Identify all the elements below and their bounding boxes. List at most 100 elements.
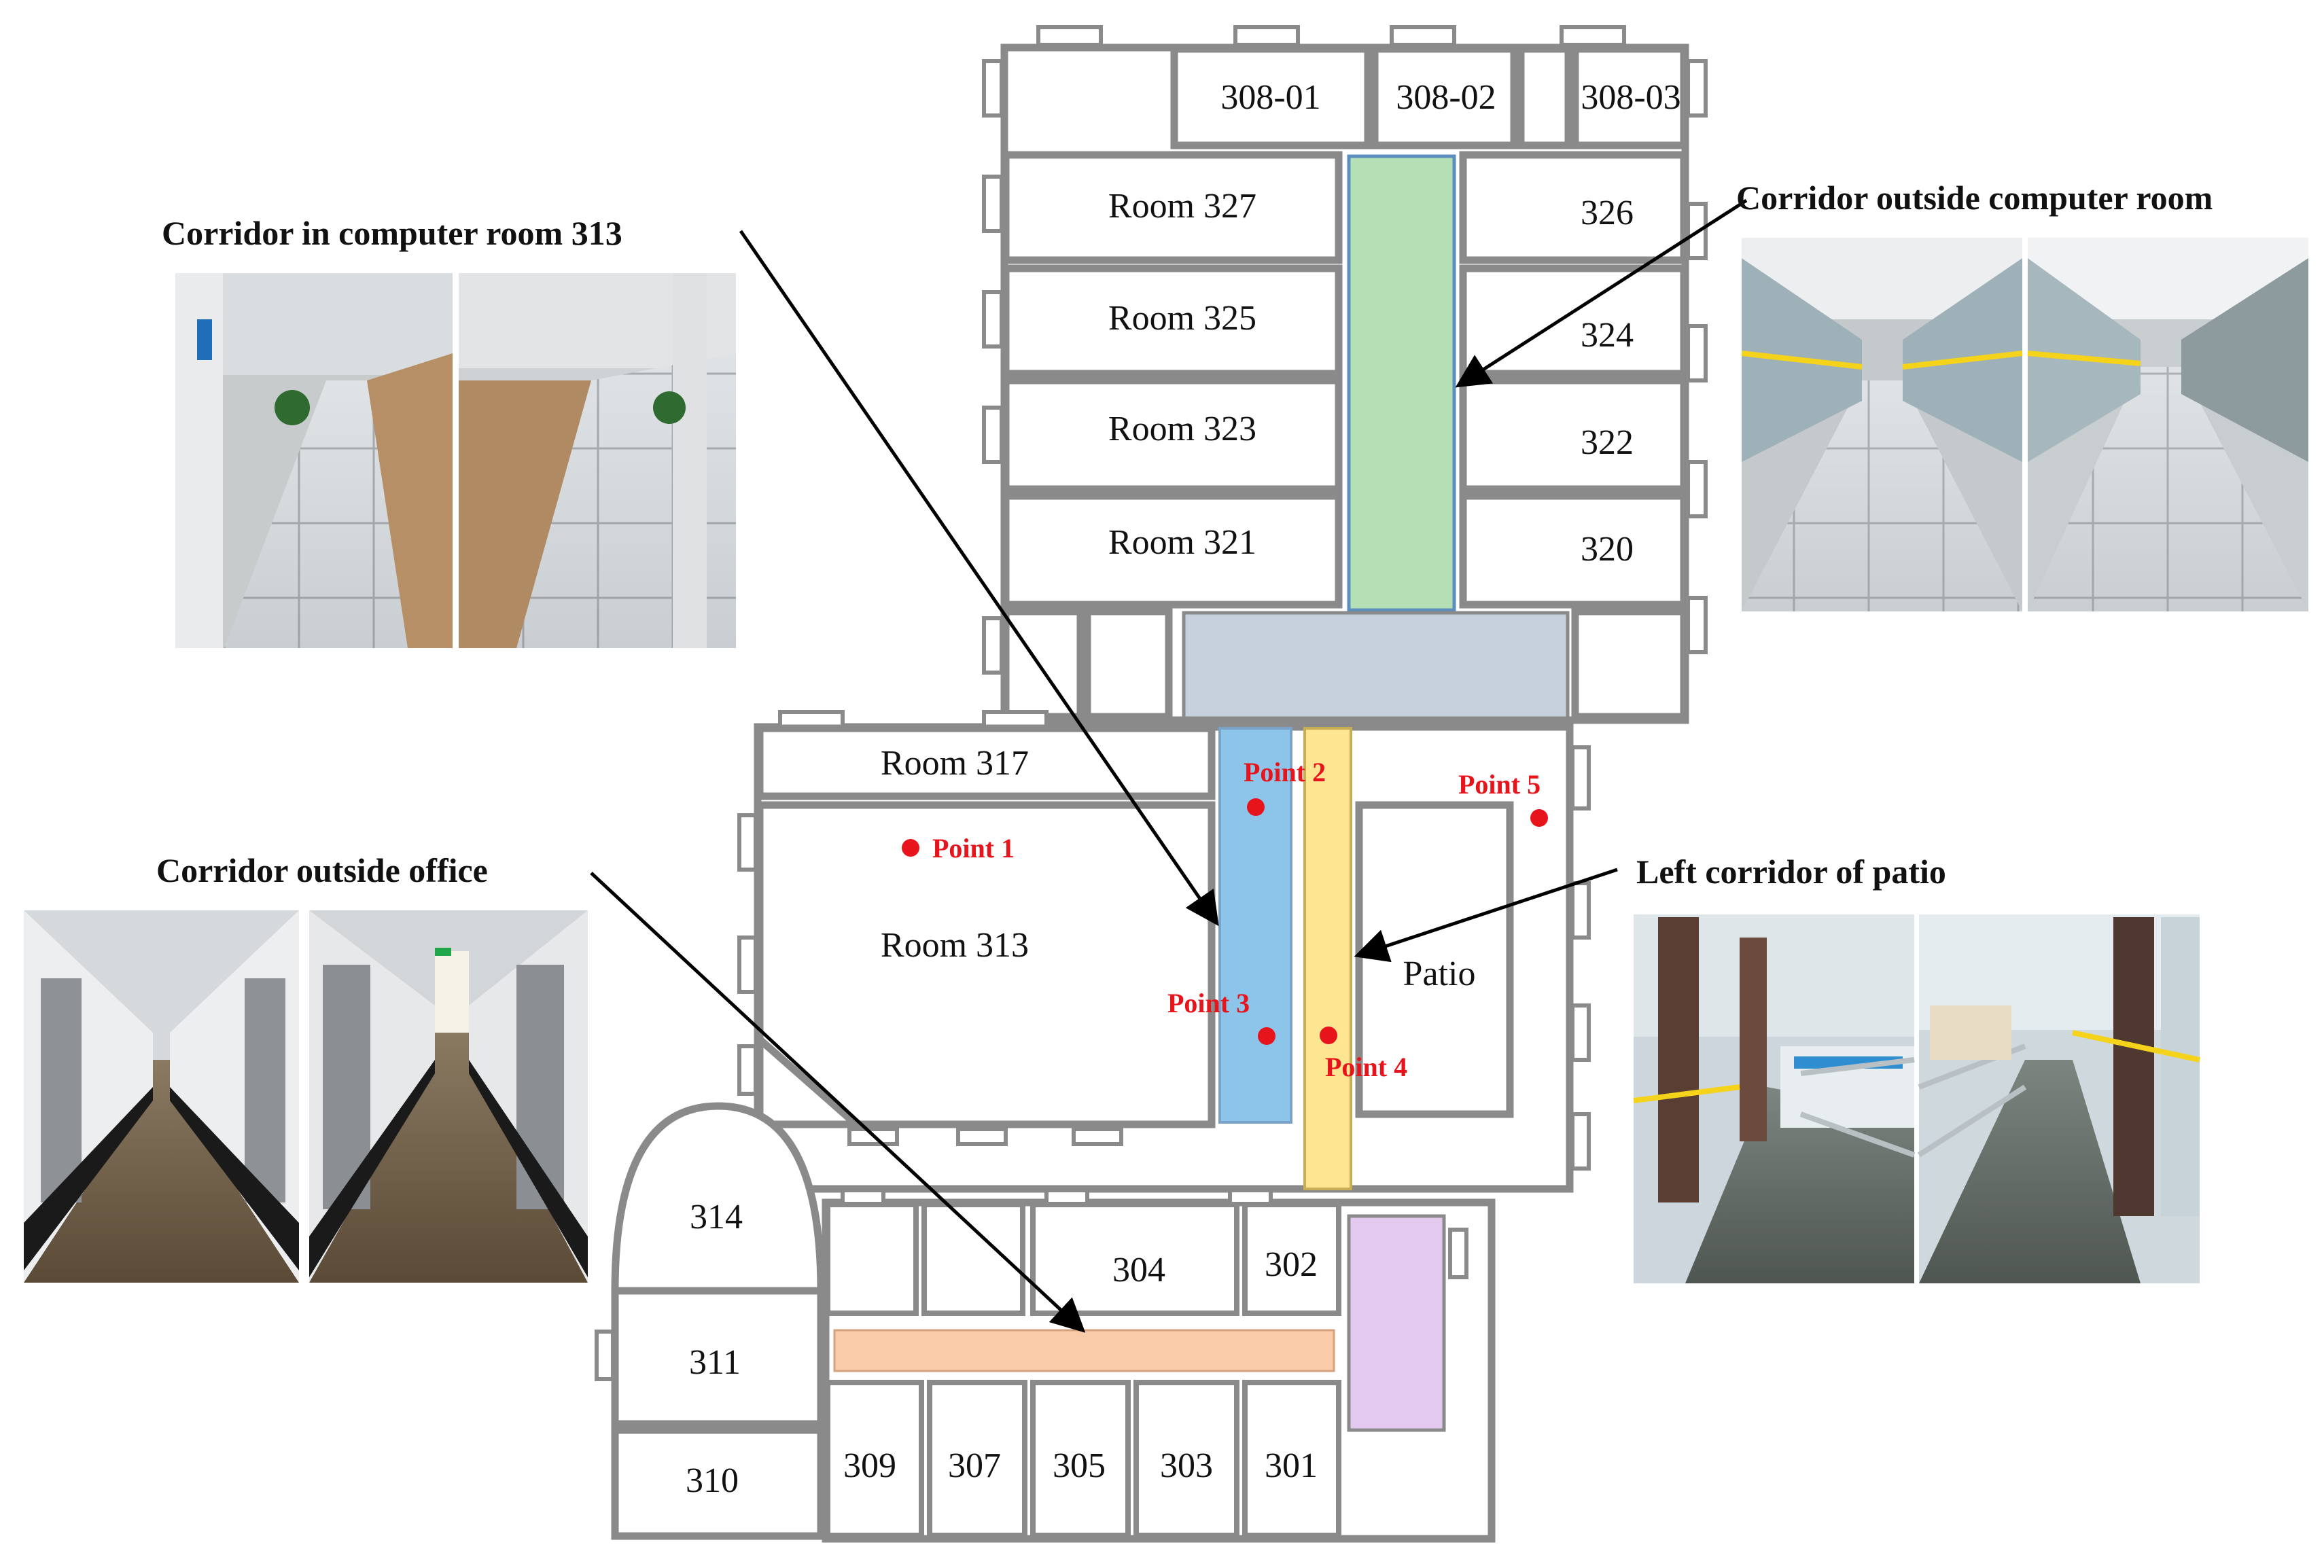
point-1-label: Point 1 xyxy=(932,833,1015,863)
room-small-2 xyxy=(1083,607,1173,721)
room-317 xyxy=(756,724,1216,800)
room-302 xyxy=(1242,1202,1341,1316)
room-323 xyxy=(1002,376,1343,493)
point-2-label: Point 2 xyxy=(1244,757,1326,787)
room-small-south-1 xyxy=(825,1202,919,1316)
point-4-label: Point 4 xyxy=(1325,1052,1407,1082)
room-320 xyxy=(1459,492,1688,609)
label-305: 305 xyxy=(1053,1446,1106,1485)
label-309: 309 xyxy=(843,1446,896,1485)
arrow-patio-left xyxy=(1354,868,1618,963)
room-308-03 xyxy=(1571,45,1688,149)
label-320: 320 xyxy=(1581,530,1634,569)
phone-icon xyxy=(197,319,212,360)
room-308-02 xyxy=(1371,45,1518,149)
photo-outside-computer xyxy=(1741,238,2308,611)
label-room-327: Room 327 xyxy=(1108,187,1256,226)
label-room-321: Room 321 xyxy=(1108,523,1256,562)
label-room-317: Room 317 xyxy=(881,744,1029,783)
caption-corridor-room313: Corridor in computer room 313 xyxy=(162,214,622,252)
label-304: 304 xyxy=(1112,1251,1165,1289)
caption-left-corridor-patio: Left corridor of patio xyxy=(1636,853,1946,891)
callout-arrows xyxy=(590,198,1748,1333)
label-308-01: 308-01 xyxy=(1220,78,1320,117)
photo-patio-left-left xyxy=(1633,914,1916,1283)
captions: Corridor in computer room 313 Corridor o… xyxy=(156,179,2213,891)
room-stair xyxy=(1517,45,1572,149)
plant-icon xyxy=(275,390,310,425)
room-321 xyxy=(1002,492,1343,609)
room-301 xyxy=(1242,1380,1341,1538)
photo-room313 xyxy=(175,273,736,648)
point-5-marker xyxy=(1530,809,1548,827)
room-small-3 xyxy=(1571,607,1688,721)
point-3-label: Point 3 xyxy=(1167,988,1250,1018)
floor-plan xyxy=(595,25,1708,1543)
photo-outside-office-left xyxy=(24,910,299,1283)
middle-windows xyxy=(737,710,1591,1171)
arrow-outside-office xyxy=(590,872,1086,1333)
label-310: 310 xyxy=(686,1461,739,1500)
exit-sign-icon xyxy=(435,948,451,956)
room-324 xyxy=(1459,264,1688,378)
room-326 xyxy=(1459,151,1688,264)
photo-patio-left-right xyxy=(1917,914,2200,1283)
room-325 xyxy=(1002,264,1343,378)
label-room-323: Room 323 xyxy=(1108,410,1256,448)
label-308-03: 308-03 xyxy=(1581,78,1680,117)
point-1-marker xyxy=(902,839,919,857)
room-307 xyxy=(927,1380,1027,1538)
corridor-outside-office-area xyxy=(833,1329,1335,1372)
room-327 xyxy=(1002,151,1343,264)
caption-outside-office: Corridor outside office xyxy=(156,851,488,889)
north-windows xyxy=(982,25,1708,675)
room-303 xyxy=(1133,1380,1239,1538)
point-2-marker xyxy=(1247,798,1265,816)
label-326: 326 xyxy=(1581,194,1634,232)
room-310 xyxy=(611,1426,825,1540)
label-room-313: Room 313 xyxy=(881,926,1029,965)
label-302: 302 xyxy=(1265,1245,1318,1284)
room-313 xyxy=(756,801,1216,1128)
room-322 xyxy=(1459,376,1688,493)
point-5-label: Point 5 xyxy=(1458,769,1540,800)
plant-icon-2 xyxy=(653,391,686,424)
room-304 xyxy=(1030,1202,1239,1316)
point-4-marker xyxy=(1320,1027,1337,1044)
label-322: 322 xyxy=(1581,423,1634,462)
arrow-room313 xyxy=(739,230,1219,927)
room-small-1 xyxy=(1002,607,1085,721)
photo-outside-office xyxy=(24,910,588,1283)
arrow-outside-computer xyxy=(1455,198,1748,388)
label-303: 303 xyxy=(1160,1446,1213,1485)
label-307: 307 xyxy=(948,1446,1001,1485)
photo-room313-left xyxy=(175,273,453,648)
room-308-01 xyxy=(1170,45,1372,149)
left-corridor-of-patio-area xyxy=(1303,727,1352,1190)
label-room-325: Room 325 xyxy=(1108,299,1256,338)
label-308-02: 308-02 xyxy=(1396,78,1496,117)
label-311: 311 xyxy=(689,1343,741,1382)
photo-patio-left xyxy=(1633,914,2200,1283)
label-301: 301 xyxy=(1265,1446,1318,1485)
corridor-outside-computer-room-area xyxy=(1347,154,1456,612)
label-patio: Patio xyxy=(1403,955,1476,993)
label-324: 324 xyxy=(1581,316,1634,355)
photo-room313-right xyxy=(459,273,736,648)
point-3-marker xyxy=(1258,1027,1275,1045)
measurement-points: Point 1 Point 2 Point 3 Point 4 Point 5 xyxy=(902,757,1548,1082)
lobby-area xyxy=(1182,611,1570,720)
elevator-hall-area xyxy=(1347,1214,1446,1432)
corridor-in-room-313-area xyxy=(1218,727,1292,1124)
room-305 xyxy=(1030,1380,1131,1538)
label-314: 314 xyxy=(690,1198,743,1236)
room-labels: 308-01 308-02 308-03 Room 327 Room 325 R… xyxy=(686,78,1681,1500)
photo-outside-office-right xyxy=(309,910,588,1283)
caption-outside-computer-room: Corridor outside computer room xyxy=(1736,179,2213,217)
room-313-corner xyxy=(757,1036,859,1128)
room-314-arch xyxy=(611,1102,825,1295)
photo-outside-computer-right xyxy=(2027,238,2308,611)
room-309 xyxy=(825,1380,924,1538)
photo-outside-computer-left xyxy=(1741,238,2023,611)
